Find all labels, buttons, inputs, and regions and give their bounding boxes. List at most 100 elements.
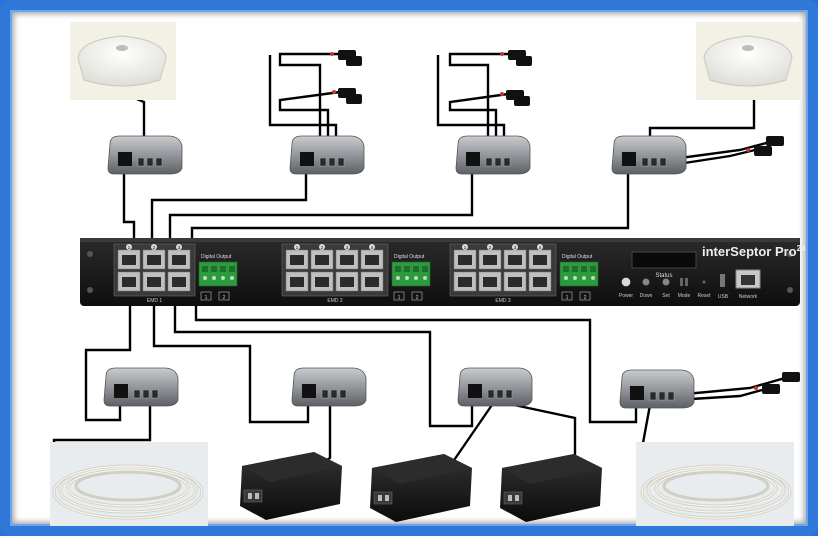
terminal-hole (203, 276, 207, 280)
button-label: Down (640, 293, 653, 299)
terminal-hole (396, 276, 400, 280)
power-adapter-icon (500, 454, 602, 522)
terminal-block (198, 261, 238, 287)
button-label: Reset (697, 293, 711, 299)
probe-lead-tm-2 (448, 92, 509, 145)
terminal-block (391, 261, 431, 287)
power-adapters (240, 452, 602, 522)
port-number-badge (294, 244, 300, 250)
hub-terminal (151, 389, 159, 399)
status-lcd (631, 251, 697, 269)
rj45-jack (458, 255, 472, 265)
front-button-power[interactable]: Power (619, 277, 634, 300)
front-button-set[interactable]: Set (662, 278, 670, 300)
rj45-jack (508, 255, 522, 265)
port-number: 1 (128, 245, 131, 250)
port-number: 1 (464, 245, 467, 250)
port-number-badge (537, 244, 543, 250)
port-number-badge (462, 244, 468, 250)
adapter-pin (378, 495, 382, 501)
hub-terminal (339, 389, 347, 399)
port-number-badge (512, 244, 518, 250)
port-number: 2 (489, 245, 492, 250)
relay-box (561, 291, 573, 301)
front-button-reset[interactable]: Reset (697, 280, 711, 300)
hub-rj45 (118, 152, 132, 166)
sensor-hub-icon (455, 135, 531, 175)
terminal-screw (422, 266, 428, 272)
hub-rj45 (302, 384, 316, 398)
power-adapter-icon (370, 454, 472, 522)
rj45-jack (483, 277, 497, 287)
port-number: 3 (178, 245, 181, 250)
rj45-jack (172, 277, 186, 287)
button-cap[interactable] (642, 278, 650, 286)
digital-output-label: Digital Output (562, 254, 593, 260)
hub-terminal (321, 389, 329, 399)
cable-unit-hub7 (173, 295, 474, 428)
terminal-screw (413, 266, 419, 272)
rj45-jack (290, 255, 304, 265)
relay-number: 2 (416, 295, 419, 301)
hub-terminal (496, 389, 504, 399)
sensor-hub-icon (291, 367, 367, 407)
terminal-hole (591, 276, 595, 280)
port-number: 2 (321, 245, 324, 250)
rj45-jack (340, 277, 354, 287)
relay-box (393, 291, 405, 301)
rj45-jack (458, 277, 472, 287)
relay-number: 1 (398, 295, 401, 301)
mode-switch[interactable] (680, 278, 683, 286)
digital-output-label: Digital Output (394, 254, 425, 260)
terminal-screw (590, 266, 596, 272)
hub-terminal (330, 389, 338, 399)
terminal-screw (220, 266, 226, 272)
adapter-socket (503, 491, 523, 505)
rj45-jack (340, 255, 354, 265)
hub-rj45 (622, 152, 636, 166)
cable-unit-hub6 (152, 295, 310, 424)
rj45-jack (483, 255, 497, 265)
front-button-mode[interactable]: Mode (678, 278, 691, 299)
button-label: Power (619, 293, 634, 299)
terminal-hole (582, 276, 586, 280)
rj45-jack (533, 277, 547, 287)
port-number-badge (487, 244, 493, 250)
port-number-badge (344, 244, 350, 250)
terminal-screw (202, 266, 208, 272)
sensor-hub-icon (619, 369, 695, 409)
emd-label: EMD 3 (495, 298, 511, 304)
terminal-screw (563, 266, 569, 272)
sensor-hub-icon (289, 135, 365, 175)
relay-box (411, 291, 423, 301)
cable-unit-hub5 (84, 295, 132, 422)
smoke-detector-left (70, 22, 176, 100)
terminal-hole (230, 276, 234, 280)
hub-rj45 (468, 384, 482, 398)
port-number-badge (369, 244, 375, 250)
hub-terminal (155, 157, 163, 167)
hub-terminal (487, 389, 495, 399)
hub-terminal (649, 391, 657, 401)
temperature-probe-icon (330, 50, 800, 394)
terminal-screw (395, 266, 401, 272)
emd-label: EMD 1 (147, 298, 163, 304)
usb-port[interactable] (720, 274, 725, 287)
terminal-screw (572, 266, 578, 272)
front-button-down[interactable]: Down (640, 278, 653, 300)
port-number-badge (126, 244, 132, 250)
probe-lead-br-2 (674, 388, 763, 402)
probe-lead-tl-1 (278, 52, 340, 145)
mode-switch[interactable] (685, 278, 688, 286)
button-cap[interactable] (621, 277, 631, 287)
reset-pinhole[interactable] (702, 280, 706, 284)
port-number: 3 (514, 245, 517, 250)
button-cap[interactable] (662, 278, 670, 286)
hub-terminal (328, 157, 336, 167)
probe-lead-br (674, 376, 786, 397)
